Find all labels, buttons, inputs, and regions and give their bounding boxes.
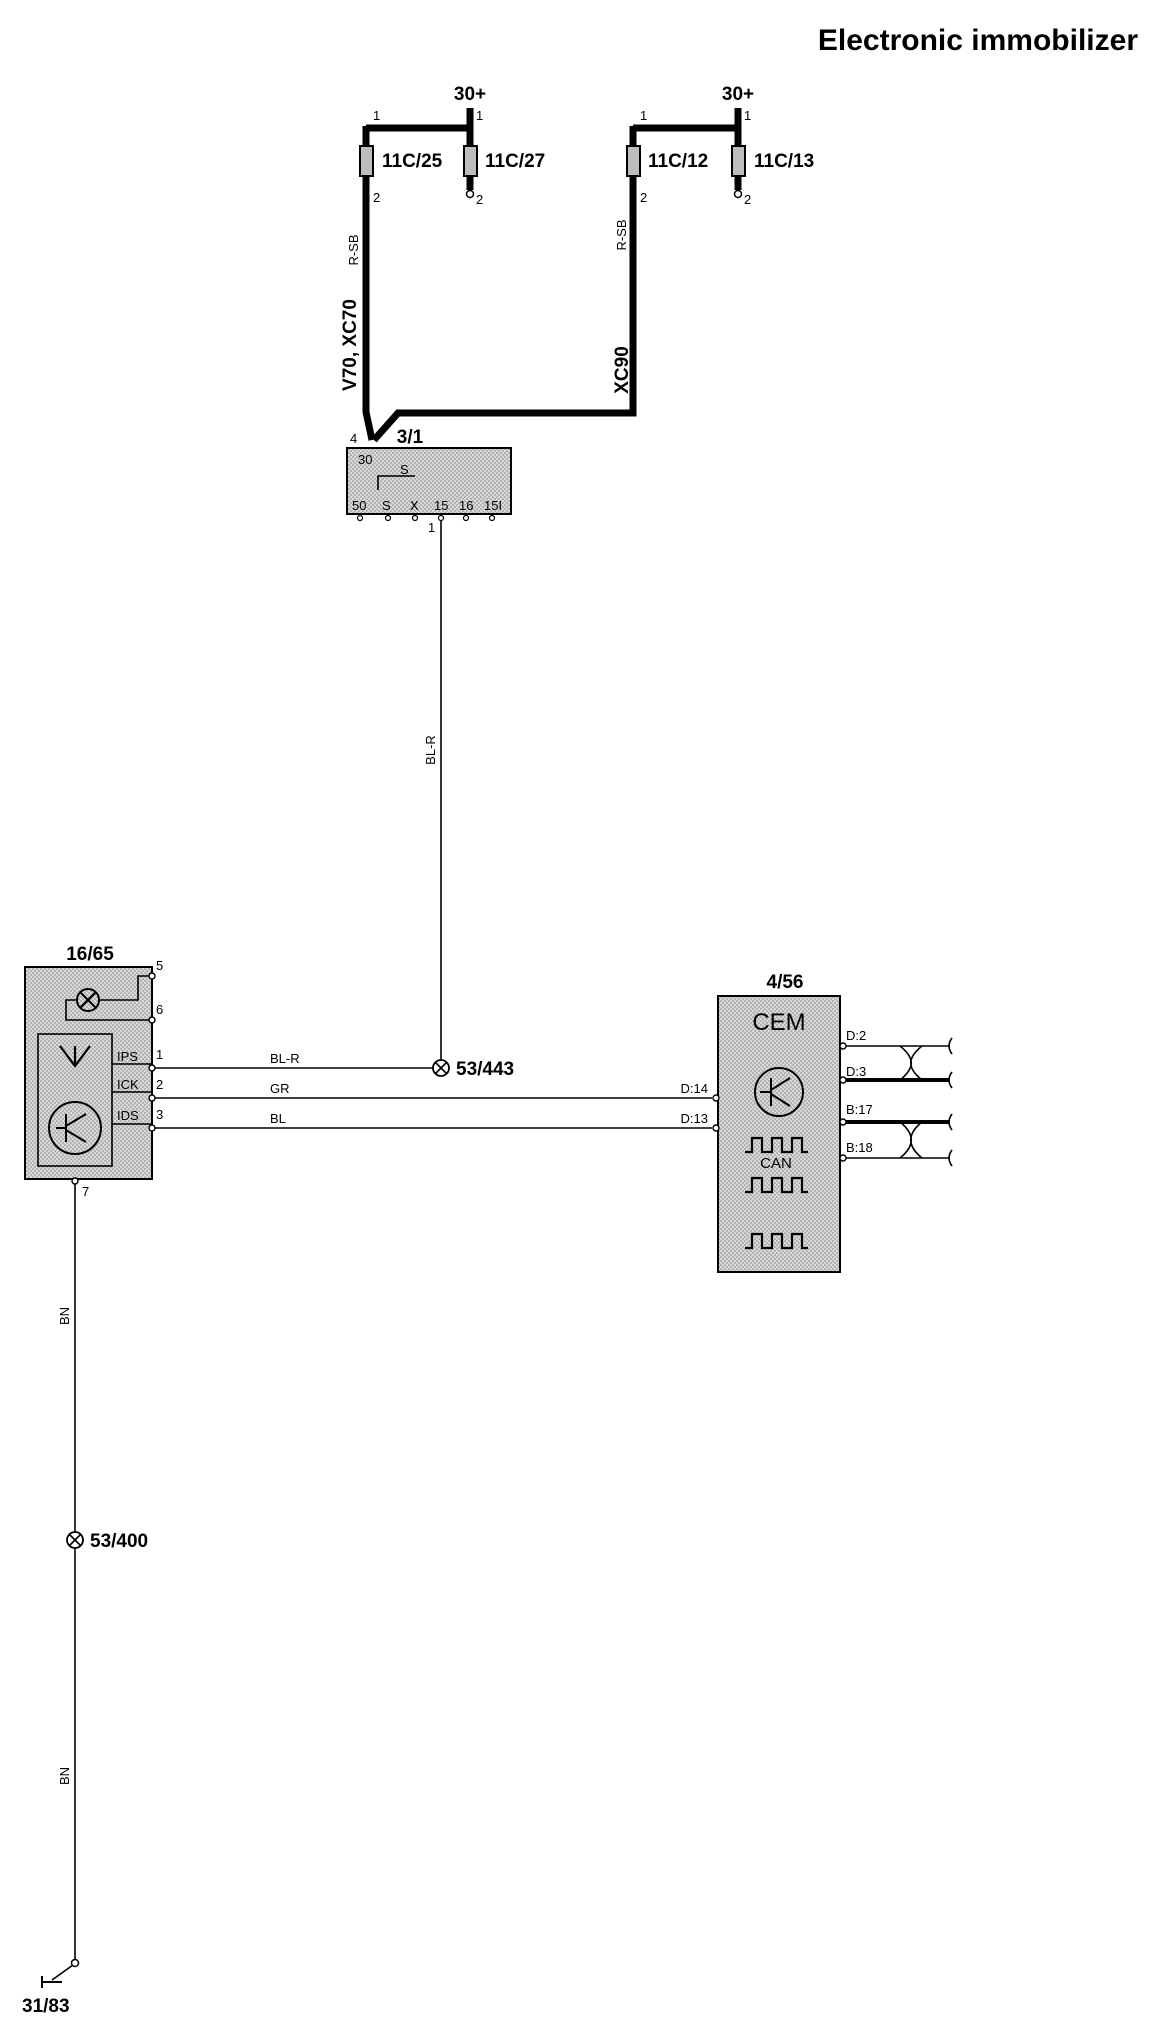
svg-text:1: 1 <box>476 108 483 123</box>
immobilizer-pin-ick: ICK <box>117 1077 139 1092</box>
splice-label-53-400: 53/400 <box>90 1531 148 1552</box>
wire-label-bl-r-vertical: BL-R <box>423 735 438 765</box>
transistor-icon <box>754 1067 804 1117</box>
ignition-terminal-30: 30 <box>358 452 372 467</box>
svg-text:1: 1 <box>156 1047 163 1062</box>
svg-text:2: 2 <box>476 192 483 207</box>
wire-label-bl-r-horizontal: BL-R <box>270 1051 300 1066</box>
splice-53-400: 53/400 <box>66 1531 148 1552</box>
immobilizer-pin-ips: IPS <box>117 1049 138 1064</box>
svg-text:7: 7 <box>82 1184 89 1199</box>
fuse-label-11c25: 11C/25 <box>382 151 443 172</box>
fuse-label-11c12: 11C/12 <box>648 151 708 172</box>
cem-module-body <box>717 995 841 1273</box>
ignition-switch-body <box>346 447 512 515</box>
ignition-terminal-x: X <box>410 498 419 513</box>
svg-text:1: 1 <box>428 520 435 535</box>
immobilizer-inner-frame <box>37 1033 113 1167</box>
cem-module: 4/56 CEM CAN D:14 D:13 D:2 D:3 B:17 B:18 <box>681 972 873 1273</box>
immobilizer-pin-ids: IDS <box>117 1108 139 1123</box>
wire-label-bn-lower: BN <box>57 1767 72 1785</box>
fuse-11c27 <box>463 145 478 177</box>
svg-text:1: 1 <box>744 108 751 123</box>
fuse-terminal-11c13 <box>733 189 743 199</box>
svg-text:2: 2 <box>744 192 751 207</box>
splice-label-53-443: 53/443 <box>456 1059 514 1080</box>
ignition-switch: 3/1 4 30 S 50 S X 15 16 15I 1 <box>346 427 512 535</box>
ignition-switch-contact <box>377 475 415 490</box>
fuse-group-right: 30+ 1 1 11C/12 11C/13 2 2 <box>626 84 814 207</box>
cem-bus-wires <box>846 1037 953 1167</box>
wire-label-r-sb-left: R-SB <box>346 234 361 265</box>
ground-label: 31/83 <box>22 1996 70 2017</box>
svg-text:1: 1 <box>373 108 380 123</box>
cem-name: CEM <box>752 1009 805 1036</box>
svg-text:2: 2 <box>640 190 647 205</box>
ground-point-31-83: 31/83 <box>22 1958 80 2017</box>
wire-label-bn-upper: BN <box>57 1307 72 1325</box>
fuse-11c13 <box>731 145 746 177</box>
ignition-terminal-15i: 15I <box>484 498 502 513</box>
svg-text:6: 6 <box>156 1002 163 1017</box>
svg-text:2: 2 <box>373 190 380 205</box>
cem-pin-d13: D:13 <box>681 1111 708 1126</box>
fuse-11c12 <box>626 145 641 177</box>
cem-pin-b17: B:17 <box>846 1102 873 1117</box>
cem-pin-b18: B:18 <box>846 1140 873 1155</box>
transistor-icon <box>48 1101 102 1155</box>
cem-module-id: 4/56 <box>767 972 804 993</box>
wire-label-r-sb-right: R-SB <box>614 219 629 250</box>
can-signal-icon <box>745 1136 808 1154</box>
svg-text:2: 2 <box>156 1077 163 1092</box>
immobilizer-module: 16/65 IPS ICK IDS 5 6 1 2 3 7 <box>24 944 163 1199</box>
immobilizer-module-body <box>24 966 153 1180</box>
variant-label-left: V70, XC70 <box>340 299 361 391</box>
wire-label-bl: BL <box>270 1111 286 1126</box>
fuse-label-11c27: 11C/27 <box>485 151 545 172</box>
fuse-terminal-11c27 <box>465 189 475 199</box>
ignition-terminal-50: 50 <box>352 498 366 513</box>
fuse-label-11c13: 11C/13 <box>754 151 814 172</box>
diagram-title: Electronic immobilizer <box>818 24 1138 57</box>
svg-text:1: 1 <box>640 108 647 123</box>
splice-53-443: 53/443 <box>432 1059 514 1080</box>
variant-label-right: XC90 <box>612 346 633 394</box>
wire-label-gr: GR <box>270 1081 290 1096</box>
wire-r-sb-left <box>362 190 376 441</box>
twisted-pair-icon <box>899 1045 923 1081</box>
ignition-inner-label: S <box>400 462 409 477</box>
supply-label-right: 30+ <box>722 84 754 105</box>
ignition-terminal-16: 16 <box>459 498 473 513</box>
ignition-switch-id: 3/1 <box>397 427 424 448</box>
ignition-terminal-15: 15 <box>434 498 448 513</box>
ignition-terminal-s: S <box>382 498 391 513</box>
fuse-11c25 <box>359 145 374 177</box>
twisted-pair-icon <box>899 1121 923 1159</box>
supply-label-left: 30+ <box>454 84 486 105</box>
cem-pin-d2: D:2 <box>846 1028 866 1043</box>
antenna-icon <box>59 1045 91 1068</box>
wire-r-sb-right <box>371 190 637 443</box>
fuse-group-left: 30+ 1 1 11C/25 11C/27 2 2 <box>359 84 545 207</box>
cem-pin-d3: D:3 <box>846 1064 866 1079</box>
cem-can-label: CAN <box>760 1155 792 1172</box>
svg-text:3: 3 <box>156 1107 163 1122</box>
immobilizer-module-id: 16/65 <box>66 944 114 965</box>
cem-pin-d14: D:14 <box>681 1081 708 1096</box>
svg-text:5: 5 <box>156 958 163 973</box>
svg-text:4: 4 <box>350 431 357 446</box>
